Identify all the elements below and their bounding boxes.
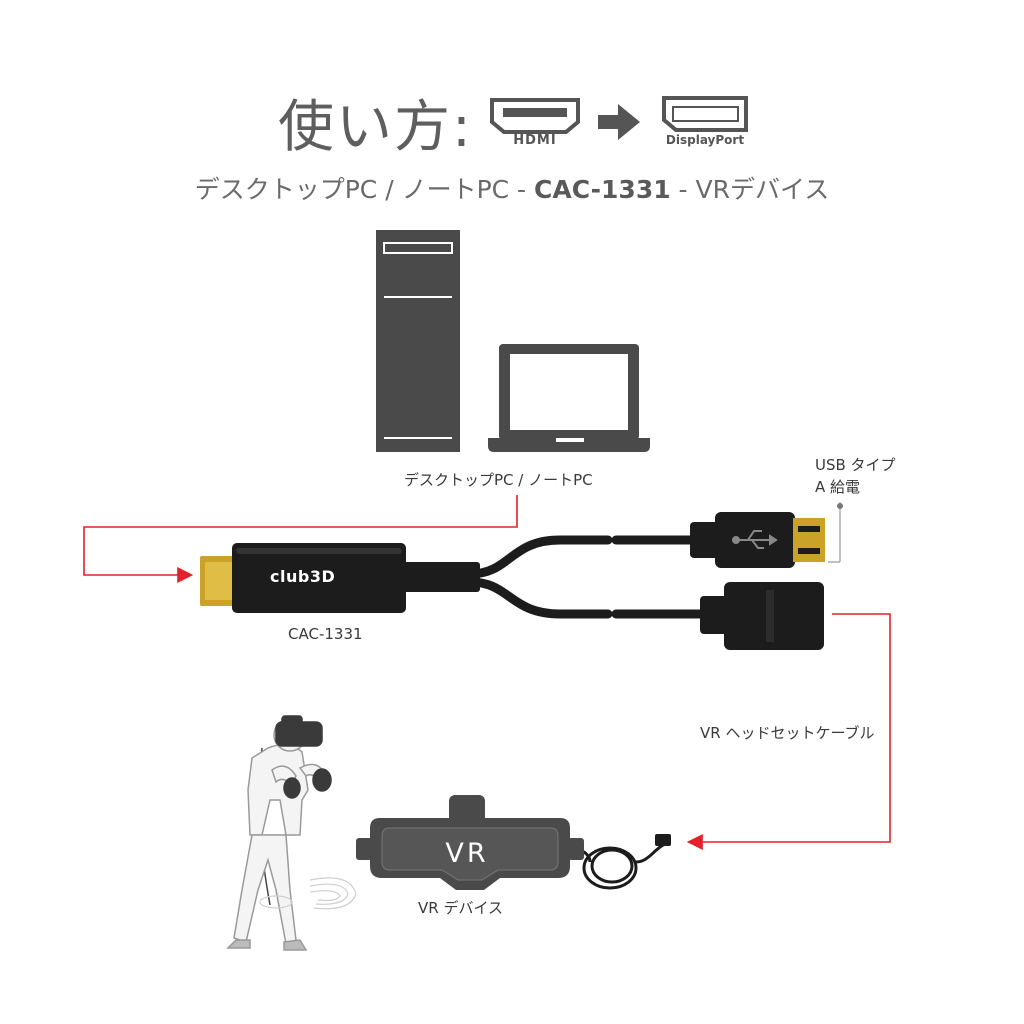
subtitle-part2: - VRデバイス [670,175,830,204]
subtitle: デスクトップPC / ノートPC - CAC-1331 - VRデバイス [0,170,1024,206]
usb-a-female-connector [700,582,824,650]
subtitle-part1: デスクトップPC / ノートPC - [194,175,535,204]
adapter-model-label: CAC-1331 [288,625,363,643]
laptop-icon [488,344,650,452]
adapter-to-vr-arrow [686,613,891,850]
vr-headset-text: VR [445,838,489,869]
cable-joint [400,562,480,592]
vr-device-label: VR デバイス [418,899,504,917]
displayport-logo-text: DisplayPort [665,133,745,147]
vr-cable-label: VR ヘッドセットケーブル [700,724,875,742]
displayport-logo [662,96,748,132]
vr-cable-coil [571,840,671,890]
vr-headset-icon [356,795,584,890]
subtitle-model: CAC-1331 [534,175,671,204]
desktop-tower-icon [376,230,460,452]
hdmi-plug [200,543,406,613]
vr-cable-plug [655,834,671,846]
motion-swirl-icon [259,877,357,910]
adapter-cables [465,535,705,619]
usb-symbol-icon [732,530,778,549]
pc-to-adapter-arrow [83,495,518,583]
usb-power-label-line2: A 給電 [815,478,861,496]
page-title: 使い方: [278,95,473,160]
brand-logo: club3D [270,567,336,586]
hdmi-logo-text: HDMI [513,133,557,148]
computers-label: デスクトップPC / ノートPC [404,471,593,489]
usb-power-pointer [828,502,843,563]
hdmi-logo [490,98,580,134]
conversion-arrow-icon [598,104,640,140]
vr-user-figure [226,715,332,951]
usb-power-label-line1: USB タイプ [815,456,896,474]
